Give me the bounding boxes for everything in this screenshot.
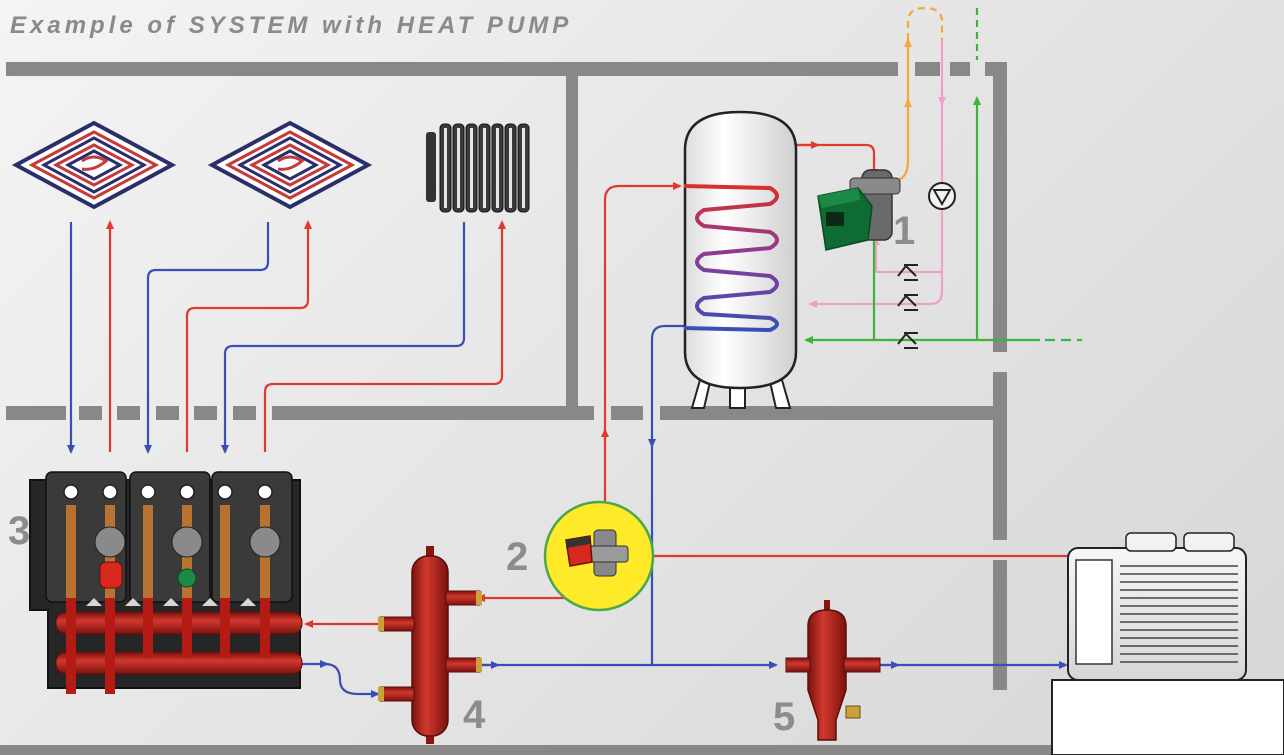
pipe-return-from-tank bbox=[648, 324, 684, 448]
heat-pump-unit bbox=[1051, 532, 1284, 755]
thermostatic-mixing-valve bbox=[817, 169, 901, 251]
pipe-recirculation bbox=[808, 40, 944, 308]
pipe-recirc-to-mixer bbox=[872, 236, 942, 274]
building-walls bbox=[0, 62, 1284, 755]
pipe-return-coil-2 bbox=[144, 222, 270, 454]
hydraulic-separator bbox=[378, 546, 482, 744]
distribution-manifold bbox=[29, 471, 303, 694]
underfloor-coil-1 bbox=[11, 120, 177, 210]
pipe-flow-coil-2 bbox=[185, 220, 312, 452]
pipe-return-radiator bbox=[221, 222, 466, 454]
pipe-flow-to-tank bbox=[603, 182, 682, 520]
label-3: 3 bbox=[8, 509, 30, 553]
pipe-dhw-loop-dashed bbox=[906, 6, 944, 40]
label-2: 2 bbox=[506, 535, 528, 579]
three-way-diverting-valve bbox=[543, 500, 655, 612]
label-1: 1 bbox=[893, 209, 915, 253]
pipe-flow-radiator bbox=[263, 220, 506, 452]
tank-heating-coil bbox=[683, 184, 779, 333]
pipe-tank-hot-outlet bbox=[796, 143, 878, 178]
pipe-return-from-manifold bbox=[300, 662, 380, 698]
pump-circle-icon bbox=[928, 182, 956, 210]
label-5: 5 bbox=[773, 695, 795, 739]
radiator bbox=[426, 123, 530, 213]
underfloor-coil-2 bbox=[207, 120, 373, 210]
pipe-dhw-outlet bbox=[896, 38, 912, 182]
dhw-storage-tank bbox=[683, 110, 798, 409]
check-valve-icon bbox=[897, 264, 918, 349]
diagram-title: Example of SYSTEM with HEAT PUMP bbox=[10, 12, 573, 39]
dirt-separator bbox=[785, 600, 881, 741]
label-4: 4 bbox=[463, 693, 486, 737]
